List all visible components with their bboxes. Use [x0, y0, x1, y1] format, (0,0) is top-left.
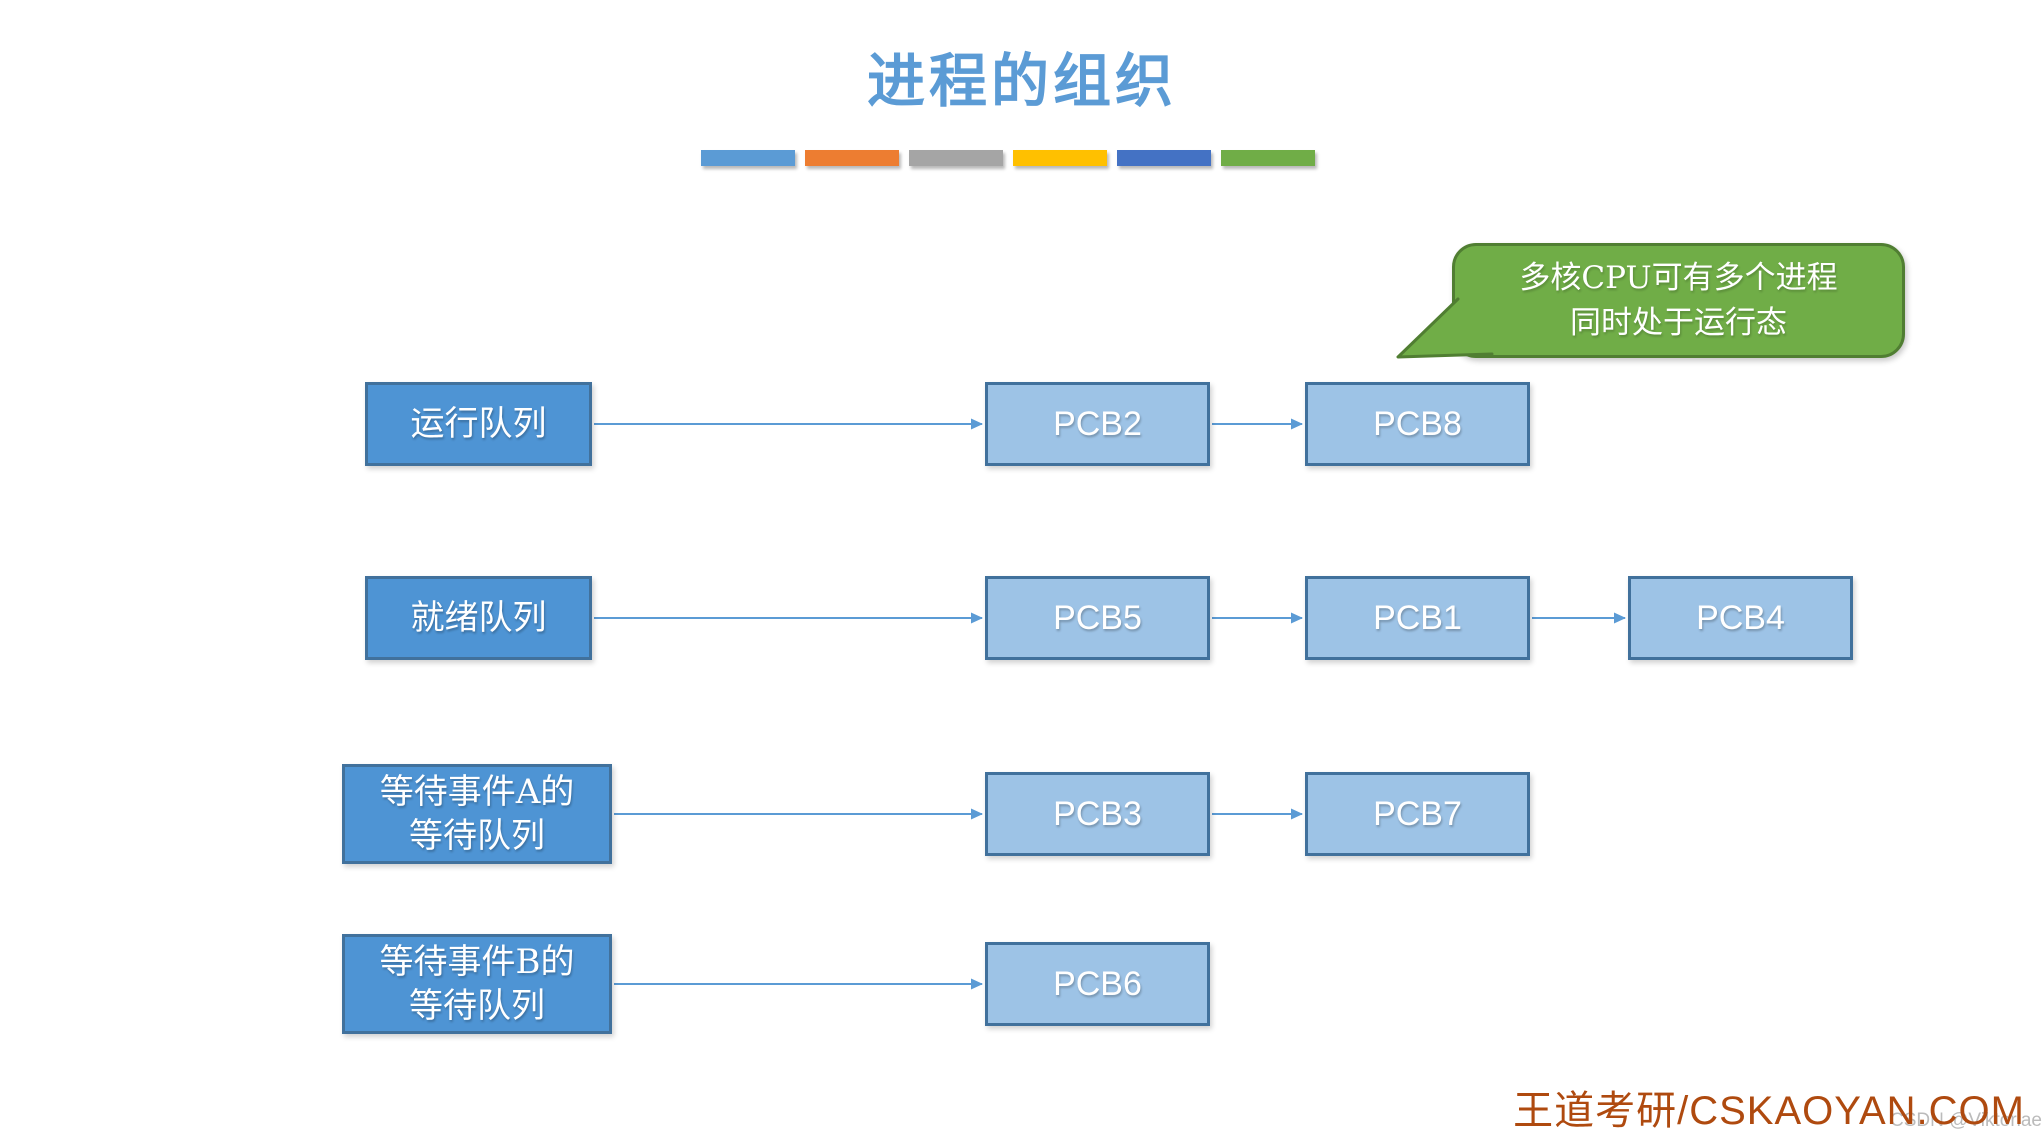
- callout-text-line: 同时处于运行态: [1570, 304, 1787, 341]
- brand-watermark: 王道考研/CSKAOYAN.COM: [1513, 1089, 2025, 1133]
- accent-bar: [1221, 150, 1315, 166]
- pcb-box: PCB5: [985, 576, 1210, 660]
- pcb-box: PCB2: [985, 382, 1210, 466]
- pcb-box: PCB8: [1305, 382, 1530, 466]
- queue-label-box: 运行队列: [365, 382, 592, 466]
- accent-bar: [805, 150, 899, 166]
- queue-label-line: 等待事件A的: [379, 771, 575, 812]
- accent-bar-row: [701, 150, 1315, 166]
- accent-bar: [1117, 150, 1211, 166]
- queue-label-line: 就绪队列: [410, 597, 547, 638]
- queue-label-box: 等待事件B的等待队列: [342, 934, 612, 1034]
- pcb-box: PCB6: [985, 942, 1210, 1026]
- queue-label-box: 等待事件A的等待队列: [342, 764, 612, 864]
- queue-label-line: 等待队列: [409, 986, 545, 1026]
- accent-bar: [909, 150, 1003, 166]
- accent-bar: [701, 150, 795, 166]
- queue-label-line: 等待队列: [409, 816, 545, 856]
- pcb-box: PCB4: [1628, 576, 1853, 660]
- pcb-box: PCB7: [1305, 772, 1530, 856]
- callout-bubble: 多核CPU可有多个进程 同时处于运行态: [1452, 243, 1905, 358]
- pcb-box: PCB3: [985, 772, 1210, 856]
- pcb-box: PCB1: [1305, 576, 1530, 660]
- callout-text-line: 多核CPU可有多个进程: [1519, 260, 1838, 297]
- queue-label-line: 等待事件B的: [379, 941, 575, 982]
- accent-bar: [1013, 150, 1107, 166]
- csdn-watermark: CSDN @Viktoriae: [1890, 1110, 2042, 1131]
- slide-title: 进程的组织: [866, 47, 1177, 115]
- queue-label-line: 运行队列: [410, 403, 547, 444]
- queue-label-box: 就绪队列: [365, 576, 592, 660]
